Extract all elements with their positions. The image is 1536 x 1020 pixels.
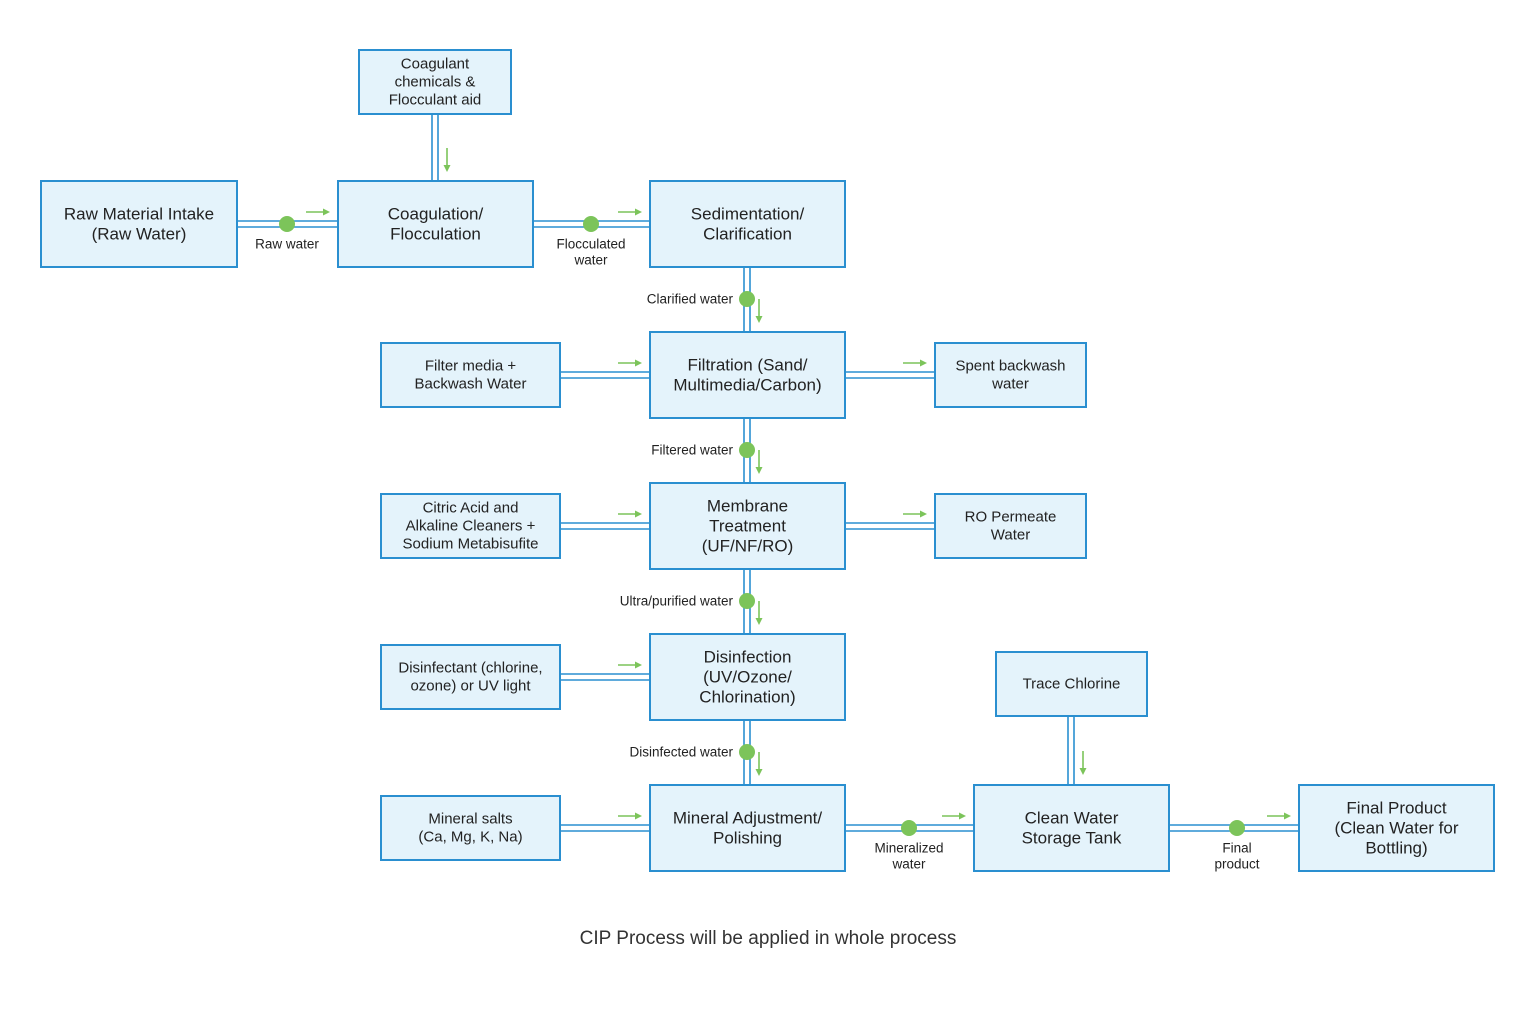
flow-nodes-layer [279, 216, 1245, 836]
membrane-label-line-2: Treatment [709, 517, 786, 536]
raw-intake-label-line-1: Raw Material Intake [64, 205, 214, 224]
process-boxes-layer: Raw Material Intake(Raw Water) Coagulantc… [40, 49, 1495, 872]
mineralized-flow-label: Mineralized [874, 841, 943, 856]
coagulation-box: Coagulation/Flocculation [337, 180, 534, 268]
clarified-arrow-icon [755, 299, 763, 323]
disinfection-label-line-2: (UV/Ozone/ [703, 668, 792, 687]
chem-arrow-icon [443, 148, 451, 172]
mineral-salts-label-line-2: (Ca, Mg, K, Na) [418, 829, 522, 846]
storage-tank-label-line-2: Storage Tank [1022, 829, 1122, 848]
disinfected-flow-label: Disinfected water [629, 745, 733, 760]
citric-acid-label-line-3: Sodium Metabisufite [403, 536, 539, 553]
disinfection-label-line-3: Chlorination) [699, 688, 795, 707]
disinfectant-arrow-icon [618, 661, 642, 669]
mineral-adjust-label-line-2: Polishing [713, 829, 782, 848]
disinfection-label-line-1: Disinfection [704, 648, 792, 667]
mineral-adjust-box: Mineral Adjustment/Polishing [649, 784, 846, 872]
mineral-adjust-label-line-1: Mineral Adjustment/ [673, 809, 823, 828]
filtered-node [739, 442, 755, 458]
filter-media-label-line-2: Backwash Water [415, 376, 527, 393]
membrane-label-line-1: Membrane [707, 497, 788, 516]
coagulant-chem-label-line-2: chemicals & [395, 74, 476, 91]
filtration-label-line-1: Filtration (Sand/ [688, 356, 808, 375]
mineralized-node [901, 820, 917, 836]
ultra-arrow-icon [755, 601, 763, 625]
clarified-node [739, 291, 755, 307]
disinfectant-label-line-2: ozone) or UV light [410, 678, 531, 695]
filter-media-arrow-icon [618, 359, 642, 367]
raw-water-flow-label: Raw water [255, 237, 319, 252]
ultra-flow-label: Ultra/purified water [620, 594, 734, 609]
flocculated-flow-label: water [573, 253, 608, 268]
disinfected-arrow-icon [755, 752, 763, 776]
filtration-label-line-2: Multimedia/Carbon) [673, 376, 821, 395]
raw-intake-box: Raw Material Intake(Raw Water) [40, 180, 238, 268]
coagulant-chem-label-line-1: Coagulant [401, 56, 470, 73]
final-product-label-line-1: Final Product [1346, 799, 1446, 818]
trace-chlorine-arrow-icon [1079, 751, 1087, 775]
trace-chlorine-box: Trace Chlorine [995, 651, 1148, 717]
mineral-salts-box: Mineral salts(Ca, Mg, K, Na) [380, 795, 561, 861]
spent-backwash-label-line-2: water [991, 376, 1029, 393]
disinfected-node [739, 744, 755, 760]
final-arrow-icon [1267, 812, 1291, 820]
spent-arrow-icon [903, 359, 927, 367]
final-flow-label: product [1214, 857, 1259, 872]
flocculated-arrow-icon [618, 208, 642, 216]
disinfectant-label-line-1: Disinfectant (chlorine, [398, 660, 542, 677]
disinfectant-box: Disinfectant (chlorine,ozone) or UV ligh… [380, 644, 561, 710]
flocculated-node [583, 216, 599, 232]
filtered-flow-label: Filtered water [651, 443, 733, 458]
cip-footer-note: CIP Process will be applied in whole pro… [579, 928, 957, 949]
ro-arrow-icon [903, 510, 927, 518]
coagulant-chem-label-line-3: Flocculant aid [389, 92, 482, 109]
clarified-flow-label: Clarified water [647, 292, 734, 307]
filter-media-box: Filter media +Backwash Water [380, 342, 561, 408]
arrows-layer [306, 148, 1291, 820]
filtered-arrow-icon [755, 450, 763, 474]
sedimentation-label-line-2: Clarification [703, 225, 792, 244]
citric-acid-label-line-2: Alkaline Cleaners + [406, 518, 536, 535]
raw-intake-label-line-2: (Raw Water) [92, 225, 187, 244]
final-product-label-line-3: Bottling) [1365, 839, 1427, 858]
trace-chlorine-label-line-1: Trace Chlorine [1023, 676, 1121, 693]
raw-water-node [279, 216, 295, 232]
mineral-salts-arrow-icon [618, 812, 642, 820]
ro-permeate-label-line-1: RO Permeate [965, 509, 1057, 526]
flocculated-flow-label: Flocculated [556, 237, 625, 252]
coagulation-label-line-1: Coagulation/ [388, 205, 484, 224]
membrane-label-line-3: (UF/NF/RO) [702, 537, 794, 556]
citric-arrow-icon [618, 510, 642, 518]
coagulation-label-line-2: Flocculation [390, 225, 481, 244]
sedimentation-box: Sedimentation/Clarification [649, 180, 846, 268]
sedimentation-label-line-1: Sedimentation/ [691, 205, 805, 224]
ro-permeate-label-line-2: Water [991, 527, 1030, 544]
storage-tank-label-line-1: Clean Water [1025, 809, 1119, 828]
mineralized-arrow-icon [942, 812, 966, 820]
citric-acid-label-line-1: Citric Acid and [423, 500, 519, 517]
mineral-salts-label-line-1: Mineral salts [428, 811, 512, 828]
ultra-node [739, 593, 755, 609]
filter-media-label-line-1: Filter media + [425, 358, 517, 375]
final-node [1229, 820, 1245, 836]
final-product-label-line-2: (Clean Water for [1334, 819, 1458, 838]
final-flow-label: Final [1222, 841, 1251, 856]
spent-backwash-label-line-1: Spent backwash [955, 358, 1065, 375]
raw-water-arrow-icon [306, 208, 330, 216]
disinfection-box: Disinfection(UV/Ozone/Chlorination) [649, 633, 846, 721]
mineralized-flow-label: water [891, 857, 926, 872]
filtration-box: Filtration (Sand/Multimedia/Carbon) [649, 331, 846, 419]
